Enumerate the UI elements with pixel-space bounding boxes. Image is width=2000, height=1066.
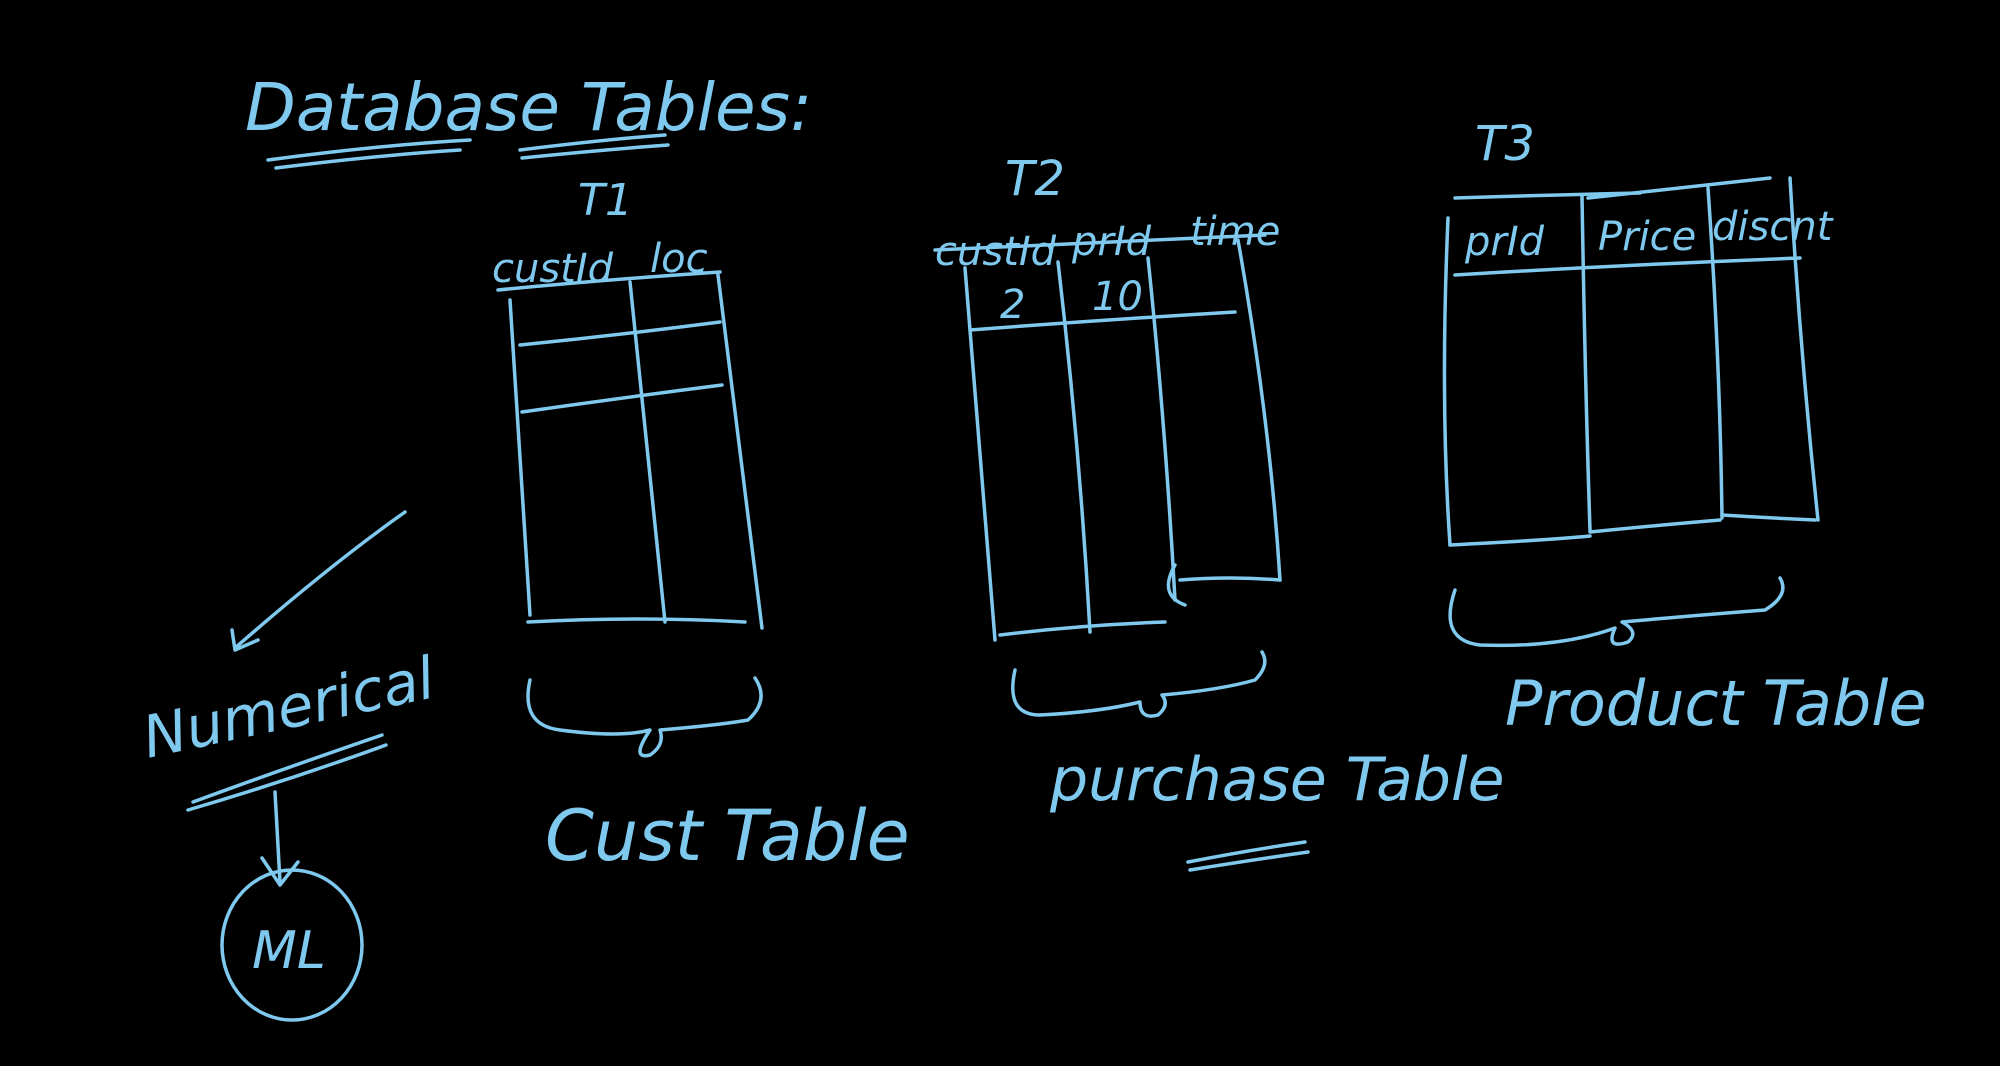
table-t1-label: T1 [578,175,633,226]
table-t3-col-1: prId [1464,219,1545,265]
table-t3-label: T3 [1475,116,1535,172]
table-t1-col-1: custId [492,246,614,292]
table-t1-grid [496,270,764,630]
table-t2-value-2: 10 [1092,274,1143,320]
table-t3-grid [1442,176,1820,547]
table-t1-brace [526,676,763,758]
table-t1-caption: Cust Table [545,795,910,877]
numerical-label: Numerical [137,644,441,772]
table-t2-col-1: custId [935,229,1057,275]
page-title: Database Tables: [245,69,812,146]
table-t2-brace [1011,650,1267,718]
table-t3-col-3: discnt [1712,204,1834,250]
table-t2-col-2: prId [1071,219,1152,265]
table-t3-col-2: Price [1598,214,1696,260]
arrow-to-numerical [230,510,407,652]
table-t3-caption: Product Table [1505,667,1927,740]
table-t2-col-3: time [1190,209,1280,255]
ml-circle [220,868,364,1022]
table-t2-caption: purchase Table [1049,745,1505,815]
table-t2-grid [933,233,1282,642]
table-t2-value-1: 2 [1000,282,1025,328]
table-t2-label: T2 [1005,151,1065,207]
numerical-underline [186,733,388,812]
table-t1-col-2: loc [650,236,708,282]
table-t3-brace [1448,576,1785,648]
title-underline [266,133,670,170]
purchase-table-underline [1186,840,1310,872]
ml-label: ML [252,921,326,981]
